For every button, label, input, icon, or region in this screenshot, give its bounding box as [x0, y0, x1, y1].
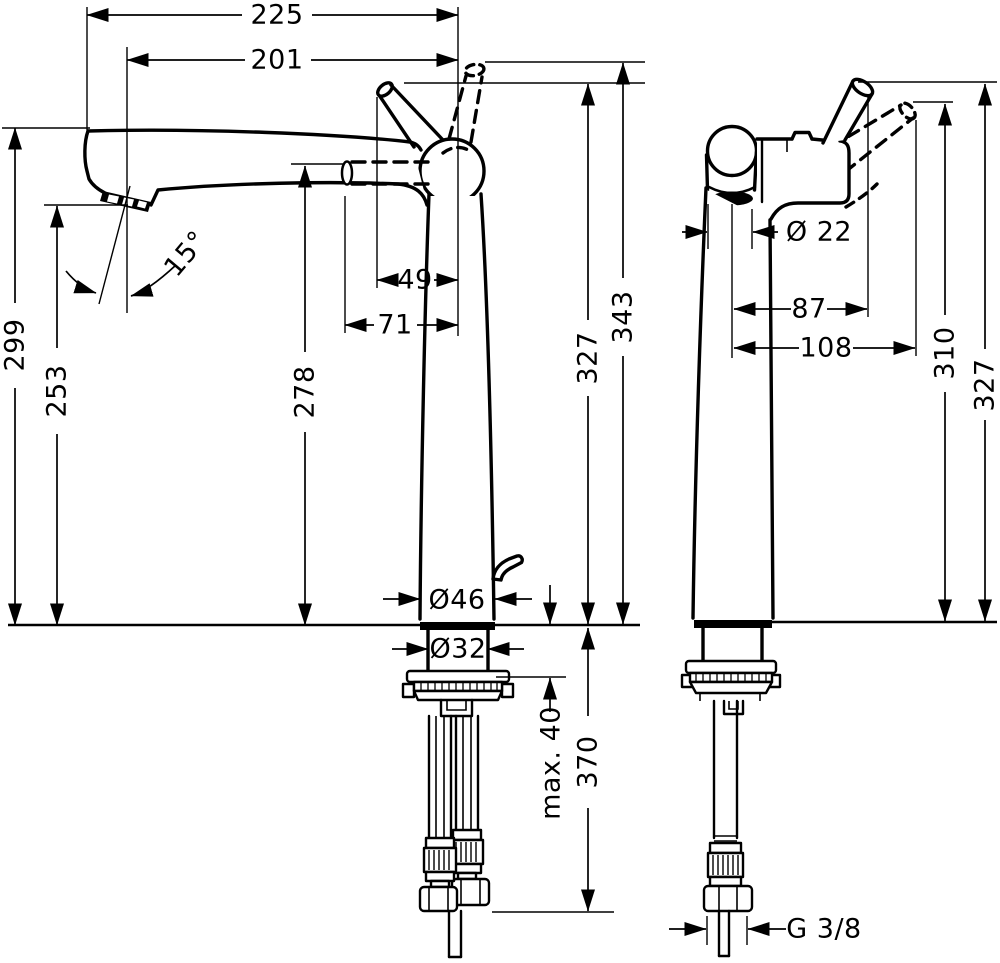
left-view-bottom-tube	[447, 909, 463, 959]
dim-base-diameter-label: Ø46	[428, 585, 485, 616]
right-valve-body	[755, 130, 851, 221]
dim-spout-diameter-label: Ø 22	[786, 217, 852, 248]
left-view-hose-connector-1	[418, 836, 459, 913]
right-hose-nut	[702, 884, 754, 913]
dim-total-depth-label: 225	[250, 0, 303, 31]
dim-shank-diameter-label: Ø32	[429, 634, 486, 665]
dim-supply-thread-label: G 3/8	[786, 914, 861, 945]
right-base-seal	[694, 620, 772, 628]
left-drain-knob	[491, 554, 524, 582]
dim-supply-offset-label: 71	[377, 310, 412, 341]
right-spout-head	[705, 124, 759, 178]
dim-connection-height-label: 278	[290, 365, 321, 418]
dim-max-counter-thickness-label: max. 40	[536, 706, 567, 820]
right-body-trunk	[691, 186, 775, 628]
dim-handle-top-height-label: 310	[930, 326, 961, 379]
right-supply-hose	[702, 699, 754, 958]
dim-hose-length-label: 370	[573, 735, 604, 788]
dim-spout-reach-label: 201	[250, 45, 303, 76]
left-body	[418, 192, 496, 630]
left-hoses	[418, 714, 491, 959]
dim-spout-height-label: 299	[0, 318, 31, 371]
left-supply-tube-hidden	[340, 160, 433, 186]
dim-handle-offset-right-label: 87	[791, 294, 826, 325]
dim-handle-offset-label: 49	[397, 265, 432, 296]
left-handle	[376, 81, 445, 149]
right-body-clip	[790, 130, 814, 141]
dimensions-right-view: Ø 22 87 108 310 327 G 3/8	[669, 81, 1000, 945]
dim-aerator-height-label: 253	[42, 364, 73, 417]
right-view	[680, 77, 917, 958]
dim-handle-offset-raised-label: 108	[799, 333, 852, 364]
dim-handle-raised-height-label: 343	[608, 290, 639, 343]
dim-fixture-height-right-label: 327	[970, 358, 1000, 411]
dim-fixture-height-label: 327	[573, 331, 604, 384]
right-mounting-hardware	[680, 626, 782, 716]
